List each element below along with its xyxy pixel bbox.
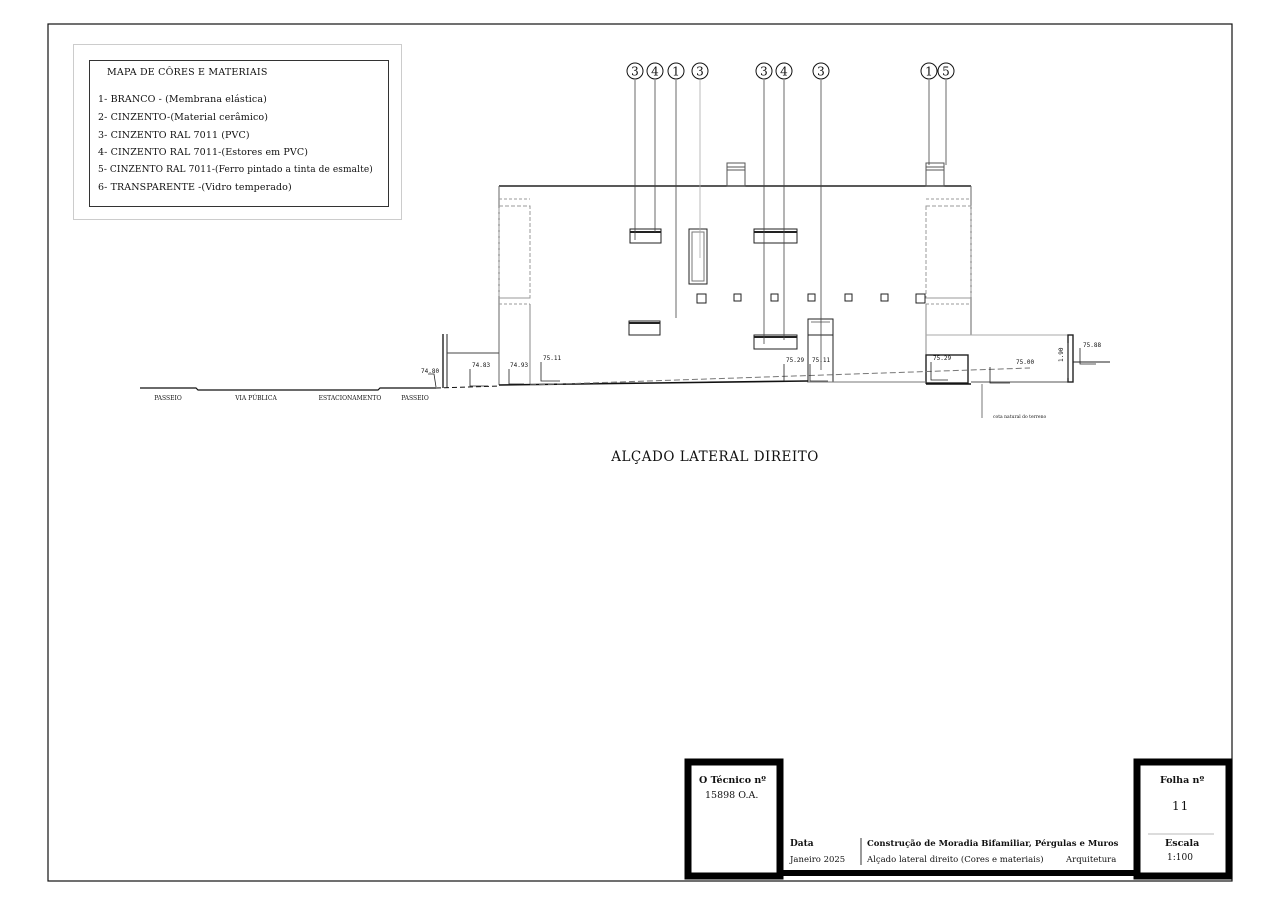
callout-number: 4 <box>780 65 788 79</box>
legend-item: 4- CINZENTO RAL 7011-(Estores em PVC) <box>98 147 309 158</box>
level-label: 75.11 <box>812 357 830 364</box>
ground-label: ESTACIONAMENTO <box>319 395 382 402</box>
legend-item: 1- BRANCO - (Membrana elástica) <box>98 94 267 105</box>
callout-bubble: 3 <box>812 62 830 80</box>
tecnico-value: 15898 O.A. <box>705 790 759 801</box>
callout-leaders <box>634 80 947 370</box>
callout-number: 4 <box>651 65 659 79</box>
legend-item: 6- TRANSPARENTE -(Vidro temperado) <box>98 182 292 193</box>
level-label: 75.29 <box>786 357 804 364</box>
callout-number: 5 <box>942 65 950 79</box>
data-value: Janeiro 2025 <box>790 855 846 865</box>
title-block <box>684 758 1233 880</box>
folha-label: Folha nº <box>1160 775 1205 786</box>
level-label: 75.88 <box>1083 342 1101 349</box>
level-labels: 74.80 74.83 74.93 75.11 75.29 75.11 75.2… <box>421 342 1101 375</box>
project-title: Construção de Moradia Bifamiliar, Pérgul… <box>867 839 1119 849</box>
callout-bubble: 3 <box>755 62 773 80</box>
callout-bubble: 4 <box>646 62 664 80</box>
callout-number: 3 <box>817 65 825 79</box>
discipline: Arquitetura <box>1066 855 1117 865</box>
ground-profile <box>140 367 1031 418</box>
level-markers <box>428 343 1096 388</box>
tecnico-label: O Técnico nº <box>699 775 766 786</box>
sheet-border <box>47 23 1233 882</box>
callout-bubble: 1 <box>920 62 938 80</box>
building-elevation <box>442 162 1110 388</box>
folha-value: 11 <box>1172 799 1190 813</box>
ground-label: PASSEIO <box>154 395 182 402</box>
ground-label: PASSEIO <box>401 395 429 402</box>
level-label: 1.90 <box>1058 347 1065 362</box>
callout-number: 1 <box>672 65 680 79</box>
callout-number: 3 <box>696 65 704 79</box>
callout-bubble: 1 <box>667 62 685 80</box>
drawing-title: ALÇADO LATERAL DIREITO <box>610 449 819 465</box>
callout-number: 3 <box>631 65 639 79</box>
legend-title: MAPA DE CÔRES E MATERIAIS <box>107 67 268 78</box>
level-label: 75.11 <box>543 355 561 362</box>
escala-label: Escala <box>1165 838 1200 849</box>
callout-number: 3 <box>760 65 768 79</box>
material-callouts: 3 4 1 3 3 4 3 1 5 <box>626 62 955 80</box>
callout-bubble: 5 <box>937 62 955 80</box>
callout-bubble: 3 <box>691 62 709 80</box>
legend-inner-frame <box>89 60 389 207</box>
level-label: 75.00 <box>1016 359 1034 366</box>
level-label: 75.29 <box>933 355 951 362</box>
legend-item: 2- CINZENTO-(Material cerâmico) <box>98 112 269 123</box>
legend-item: 3- CINZENTO RAL 7011 (PVC) <box>98 130 250 141</box>
legend-item: 5- CINZENTO RAL 7011-(Ferro pintado a ti… <box>98 165 373 175</box>
callout-bubble: 4 <box>775 62 793 80</box>
data-label: Data <box>790 839 814 849</box>
escala-value: 1:100 <box>1167 853 1193 863</box>
terrain-note: cota natural do terreno <box>993 414 1046 420</box>
level-label: 74.80 <box>421 368 439 375</box>
level-label: 74.93 <box>510 362 528 369</box>
callout-bubble: 3 <box>626 62 644 80</box>
ground-label: VIA PÚBLICA <box>234 394 277 402</box>
materials-legend: MAPA DE CÔRES E MATERIAIS 1- BRANCO - (M… <box>73 44 402 220</box>
ground-labels: PASSEIO VIA PÚBLICA ESTACIONAMENTO PASSE… <box>154 394 1046 420</box>
legend-frame <box>73 44 402 220</box>
level-label: 74.83 <box>472 362 490 369</box>
sheet-description: Alçado lateral direito (Cores e materiai… <box>867 855 1044 865</box>
callout-number: 1 <box>925 65 933 79</box>
